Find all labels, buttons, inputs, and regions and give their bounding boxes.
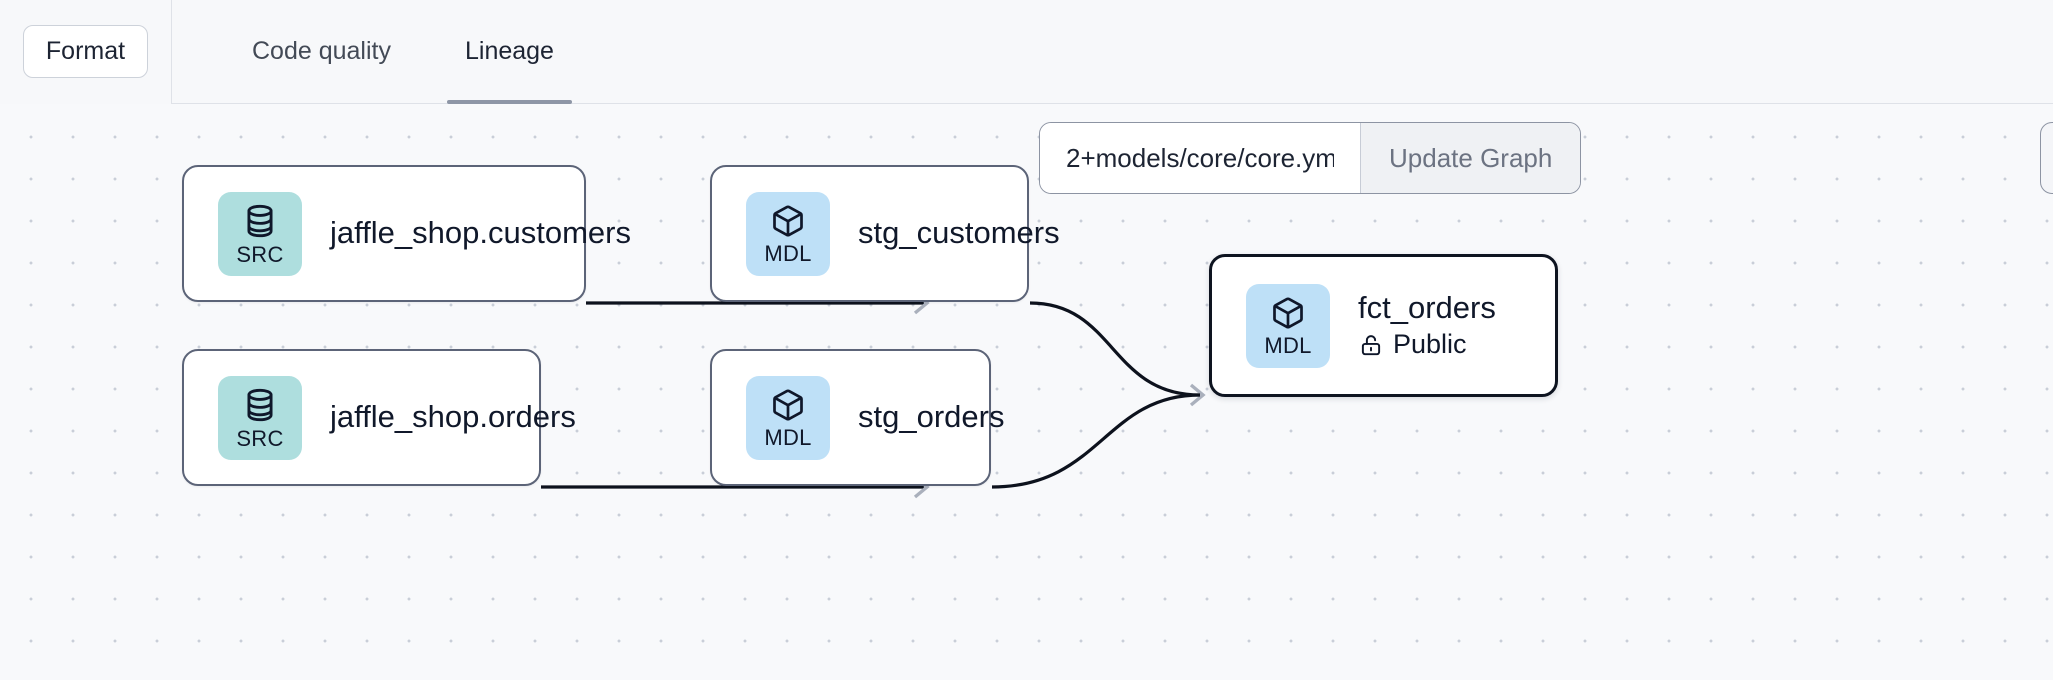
lineage-node-jaffle-shop-customers[interactable]: SRC jaffle_shop.customers	[182, 165, 631, 302]
node-badge-src: SRC	[218, 191, 302, 276]
node-title: jaffle_shop.customers	[330, 215, 631, 251]
database-icon	[247, 204, 273, 237]
node-badge-label: SRC	[236, 425, 284, 451]
node-access-label: Public	[1393, 329, 1467, 360]
canvas-side-control-partial[interactable]	[2040, 122, 2053, 194]
node-badge-mdl: MDL	[746, 375, 830, 460]
node-text-group: stg_customers	[858, 215, 1060, 251]
node-text-group: stg_orders	[858, 399, 1005, 435]
edge-stg-customers-to-fct-orders	[1029, 301, 1206, 407]
editor-toolbar: Format Code quality Lineage	[0, 0, 2053, 104]
cube-icon	[1273, 297, 1303, 328]
update-graph-button[interactable]: Update Graph	[1360, 123, 1581, 193]
tab-code-quality[interactable]: Code quality	[252, 37, 391, 65]
graph-selector-control: Update Graph	[1039, 122, 1582, 194]
lineage-node-fct-orders[interactable]: MDL fct_orders Public	[1209, 254, 1558, 397]
node-text-group: jaffle_shop.orders	[330, 399, 576, 435]
format-button[interactable]: Format	[22, 25, 149, 78]
tab-bar: Code quality Lineage	[172, 0, 572, 104]
edge-stg-orders-to-fct-orders	[991, 393, 1201, 489]
node-badge-src: SRC	[218, 375, 302, 460]
lineage-node-stg-customers[interactable]: MDL stg_customers	[710, 165, 1060, 302]
cube-icon	[773, 389, 803, 420]
tab-lineage[interactable]: Lineage	[446, 0, 572, 104]
graph-selector-input[interactable]	[1040, 123, 1360, 193]
node-title: fct_orders	[1358, 289, 1496, 325]
node-badge-label: SRC	[236, 241, 284, 267]
node-badge-mdl: MDL	[746, 191, 830, 276]
node-title: jaffle_shop.orders	[330, 399, 576, 435]
node-access-row: Public	[1358, 329, 1496, 360]
node-badge-label: MDL	[764, 240, 812, 266]
lineage-node-stg-orders[interactable]: MDL stg_orders	[710, 349, 1004, 486]
database-icon	[247, 388, 273, 421]
node-badge-label: MDL	[764, 424, 812, 450]
lineage-node-jaffle-shop-orders[interactable]: SRC jaffle_shop.orders	[182, 349, 576, 486]
node-badge-label: MDL	[1264, 332, 1312, 358]
node-text-group: jaffle_shop.customers	[330, 215, 631, 251]
lineage-edges	[541, 291, 1206, 499]
node-text-group: fct_orders Public	[1358, 289, 1496, 361]
cube-icon	[773, 205, 803, 236]
node-badge-mdl: MDL	[1246, 283, 1330, 368]
unlock-icon	[1361, 335, 1381, 356]
lineage-canvas[interactable]: SRC jaffle_shop.customers MDL stg_custom…	[0, 104, 2053, 680]
node-title: stg_orders	[858, 399, 1005, 435]
node-title: stg_customers	[858, 215, 1060, 251]
toolbar-left-group: Format	[0, 0, 172, 104]
